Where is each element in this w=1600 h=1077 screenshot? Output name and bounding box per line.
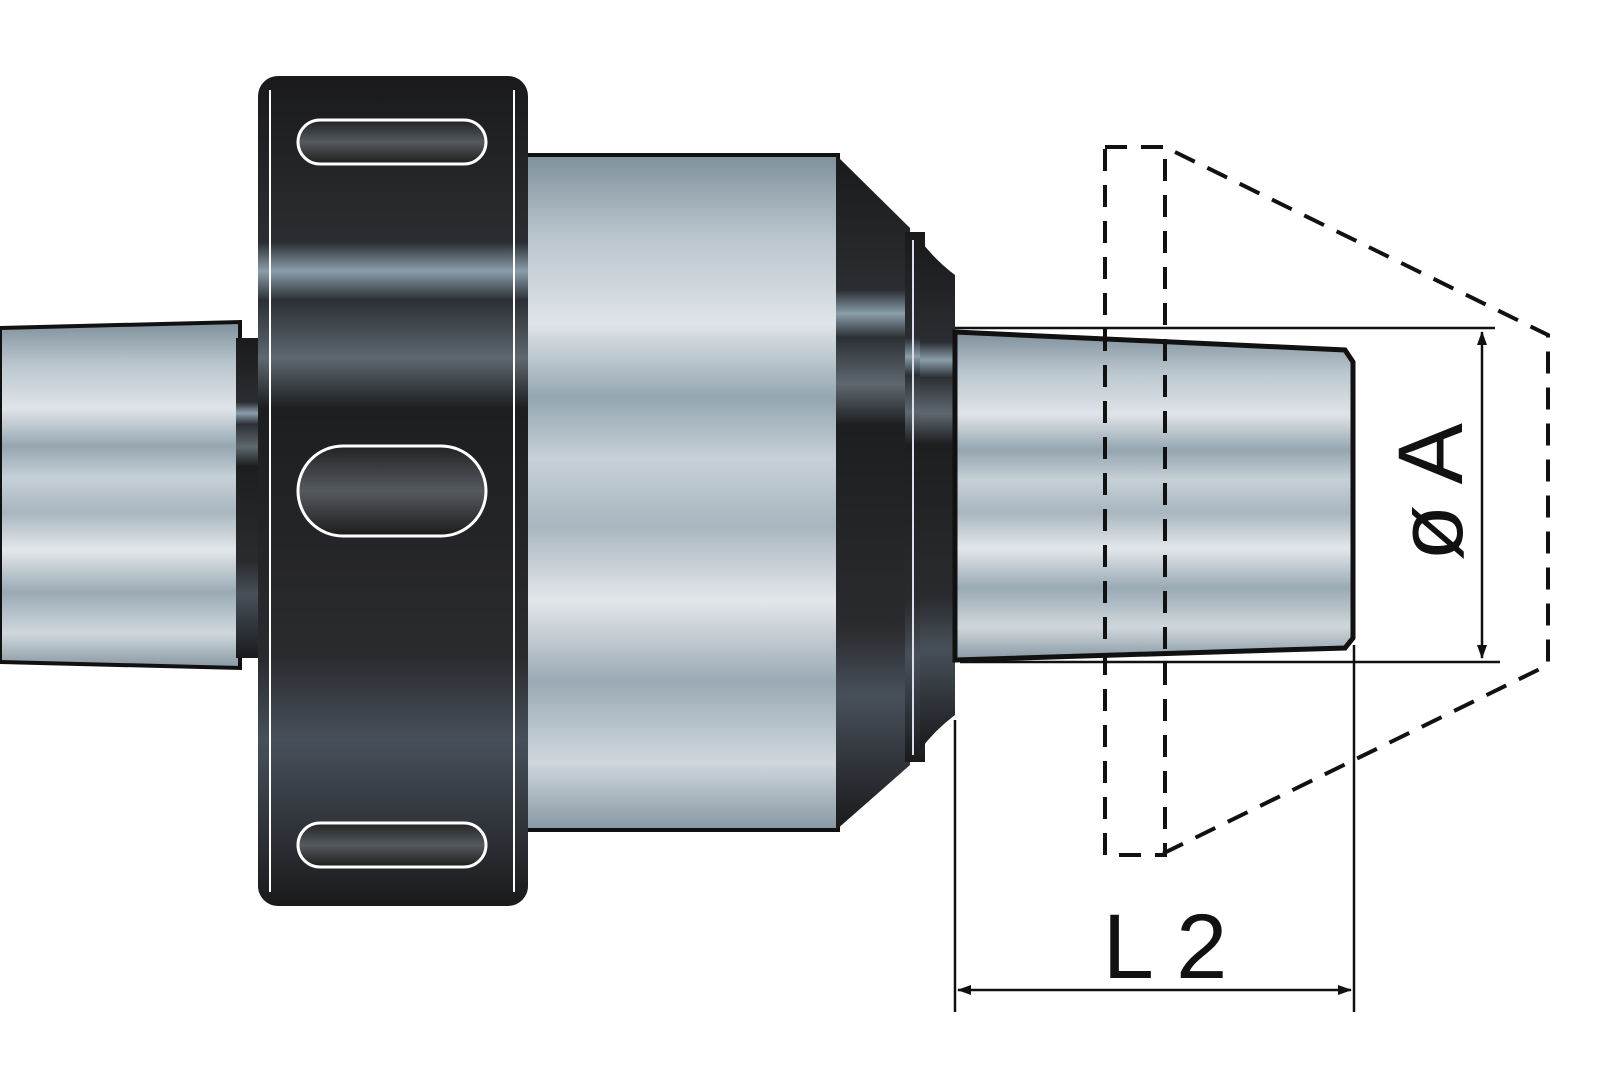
dimension-length [953, 645, 1356, 1012]
shank [0, 319, 242, 671]
phantom-outline [1103, 145, 1550, 857]
shank-collar [236, 338, 262, 658]
chuck-body [524, 153, 840, 832]
body-chamfer [836, 155, 910, 830]
nut-slot-bottom [296, 821, 488, 869]
tool-taper [952, 329, 1356, 663]
nut-slot-middle [296, 444, 488, 538]
length-label: L 2 [1103, 896, 1227, 998]
dimension-diameter [955, 326, 1500, 664]
flange [920, 240, 955, 750]
nut-slot-top [296, 118, 488, 166]
diameter-label: ø A [1380, 422, 1482, 561]
